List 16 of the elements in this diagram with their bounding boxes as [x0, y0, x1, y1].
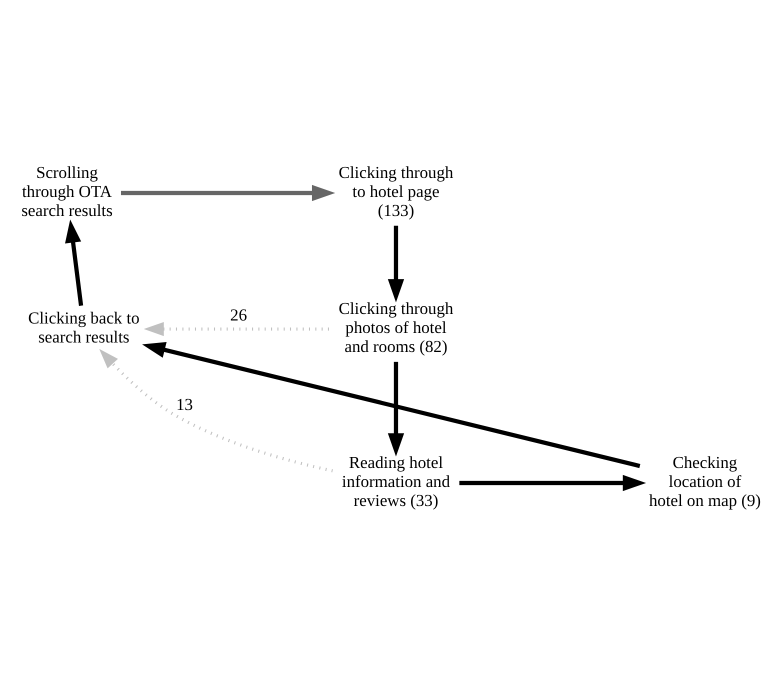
node-text: Clicking back to search results	[28, 308, 140, 346]
arrow	[142, 341, 640, 468]
edge-label: 13	[176, 394, 192, 414]
arrow	[387, 361, 404, 456]
arrow	[98, 348, 332, 472]
arrow	[458, 474, 646, 491]
node-text: Checking location of hotel on map (9)	[648, 452, 760, 510]
arrow	[64, 218, 83, 306]
edge-label: 26	[230, 304, 247, 324]
node-text: Scrolling through OTA search results	[20, 162, 112, 220]
node-text: Reading hotel information and reviews (33)	[341, 452, 450, 510]
arrow	[387, 225, 404, 302]
arrow	[143, 322, 328, 336]
node-text: Clicking through photos of hotel and rooms (82)	[338, 298, 453, 356]
arrow	[120, 184, 335, 201]
node-text: Clicking through to hotel page (133)	[338, 162, 453, 220]
